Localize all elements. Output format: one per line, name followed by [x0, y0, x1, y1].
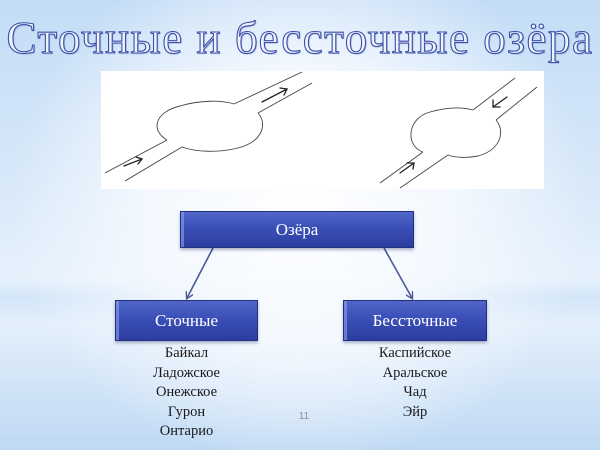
lake-types-illustration [101, 71, 544, 189]
list-item: Аральское [382, 364, 448, 381]
node-lakes: Озёра [180, 211, 414, 248]
list-item: Чад [403, 384, 427, 400]
list-item: Онтарио [159, 423, 214, 439]
list-item: Гурон [167, 403, 206, 420]
inflow-arrow-icon [123, 156, 144, 167]
outflow-arrow-icon [261, 87, 288, 103]
endorheic-lake-diagram [379, 77, 538, 189]
node-endorheic-lakes: Бессточные [343, 300, 487, 341]
inflow-arrow-icon [492, 96, 508, 108]
list-item: Эйр [402, 403, 428, 420]
page-number: 11 [298, 411, 310, 422]
list-item: Байкал [164, 345, 209, 361]
node-lakes-label: Озёра [275, 219, 319, 239]
list-item: Каспийское [378, 345, 452, 361]
node-runoff-lakes-label: Сточные [155, 310, 218, 330]
list-item: Онежское [155, 384, 218, 400]
connector-arrow-right [383, 247, 412, 298]
connector-arrow-left [187, 247, 214, 298]
slide-title: Сточные и бессточные озёра [6, 12, 594, 63]
node-runoff-lakes: Сточные [115, 300, 258, 341]
node-endorheic-lakes-label: Бессточные [372, 310, 458, 330]
endorheic-lakes-list: Каспийское Аральское Чад Эйр [343, 344, 487, 422]
list-item: Ладожское [153, 364, 220, 381]
inflow-arrow-icon [399, 162, 415, 174]
runoff-lakes-list: Байкал Ладожское Онежское Гурон Онтарио [115, 344, 258, 442]
